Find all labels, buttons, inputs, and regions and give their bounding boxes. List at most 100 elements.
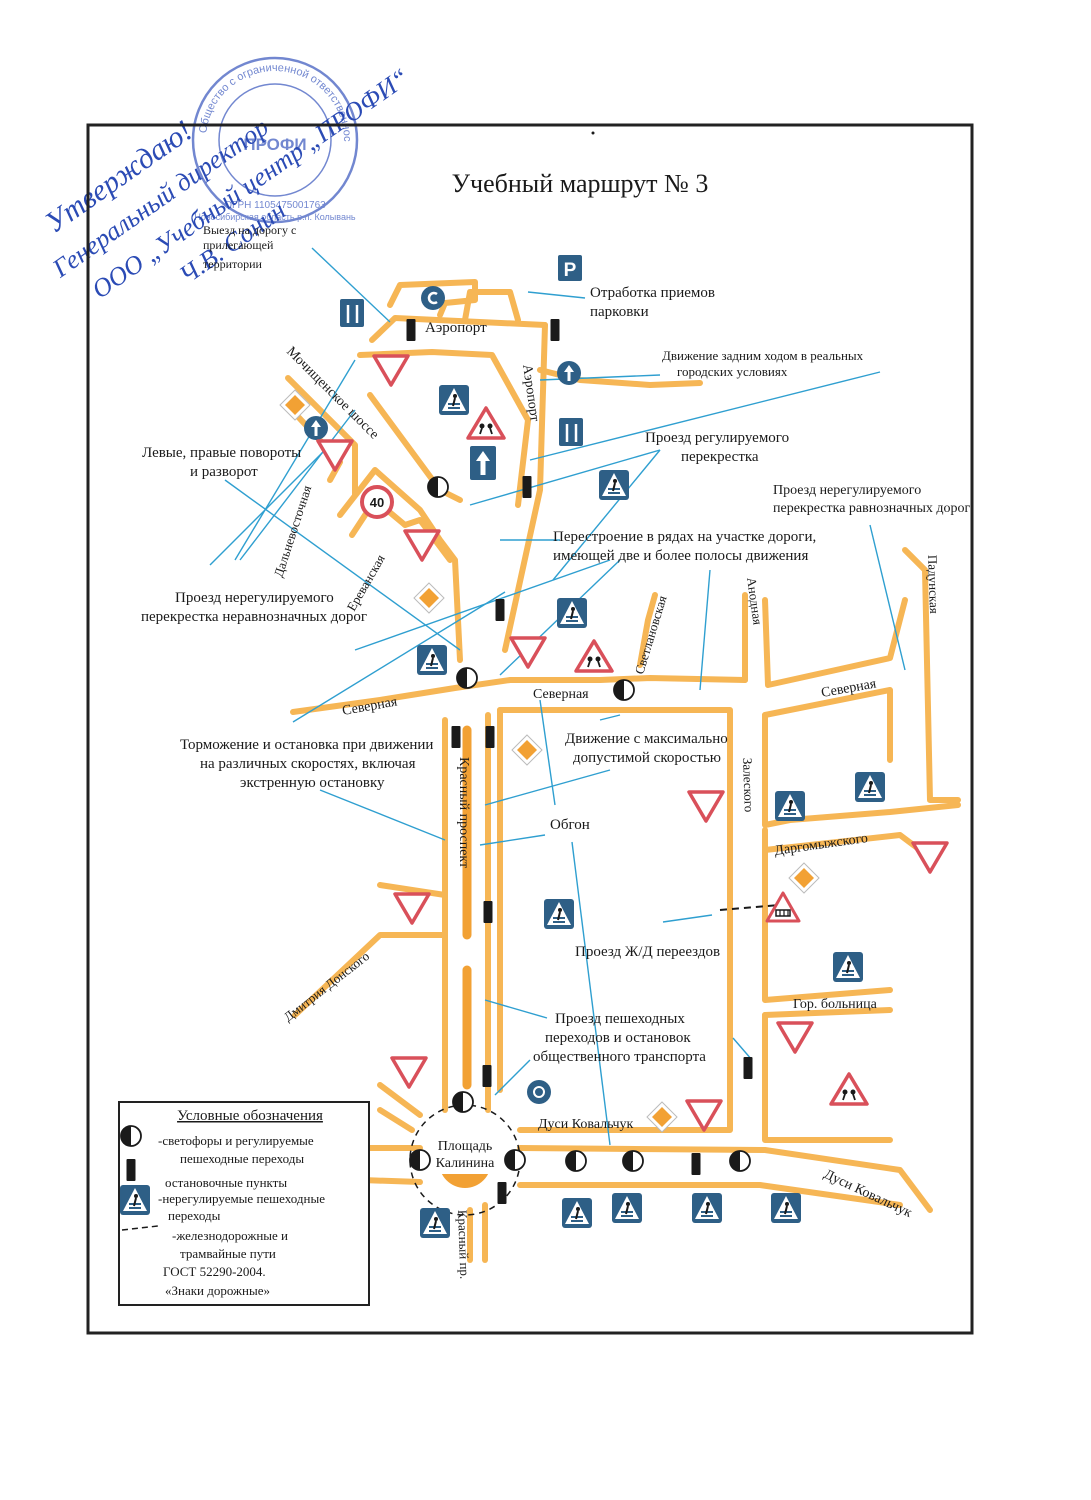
road-segment bbox=[762, 597, 908, 688]
road-segment bbox=[497, 707, 733, 1133]
annotation-unequal: Проезд нерегулируемого перекрестка нерав… bbox=[141, 590, 367, 625]
pedestrian-crossing-sign-icon bbox=[543, 898, 575, 930]
road-segment bbox=[290, 675, 748, 715]
place-gor-bolnitsa: Гор. больница bbox=[793, 997, 878, 1012]
straight-only-sign-icon bbox=[304, 416, 328, 440]
pedestrian-crossing-sign-icon bbox=[611, 1192, 643, 1224]
give-way-sign-icon bbox=[390, 1056, 428, 1089]
annotation-railway: Проезд Ж/Д переездов bbox=[575, 944, 720, 960]
parking-sign-icon: P bbox=[558, 255, 582, 281]
road-segment bbox=[359, 1177, 423, 1185]
road-segment bbox=[285, 375, 358, 498]
road-segment bbox=[377, 1082, 423, 1118]
street-zaleskogo: Залеского bbox=[740, 758, 757, 813]
priority-road-sign-icon bbox=[511, 734, 543, 766]
priority-road-sign-icon bbox=[788, 862, 820, 894]
legend-item: -железнодорожные и bbox=[172, 1228, 288, 1243]
legend-item: -светофоры и регулируемые bbox=[158, 1133, 314, 1148]
roundabout-sign-icon bbox=[527, 1080, 551, 1104]
handwritten-approval: Утверждаю! Генеральный директор ООО „Уче… bbox=[39, 63, 414, 305]
bus-stop-icon bbox=[550, 319, 560, 341]
railway-crossing-sign-icon bbox=[765, 891, 801, 923]
children-sign-icon bbox=[574, 639, 614, 673]
road-segment bbox=[402, 517, 453, 563]
annotation-vyezd: Выезд на дорогу с прилегающей территории bbox=[203, 223, 299, 271]
stamp-ogrn: ОГРН 1105475001763 bbox=[224, 200, 326, 211]
map-title: Учебный маршрут № 3 bbox=[452, 169, 709, 198]
pedestrian-crossing-sign-icon bbox=[770, 1192, 802, 1224]
one-way-sign-icon bbox=[470, 446, 496, 480]
road-segment bbox=[517, 1145, 933, 1213]
stamp-center: ПРОФИ bbox=[243, 135, 306, 154]
road-segment bbox=[762, 1012, 893, 1143]
legend-pedestrian-crossing-icon bbox=[119, 1184, 151, 1216]
street-dargomyzhskogo: Даргомыжского bbox=[773, 831, 868, 859]
children-sign-icon bbox=[466, 406, 506, 440]
annotation-braking: Торможение и остановка при движении на р… bbox=[180, 737, 437, 791]
road-segment bbox=[517, 1182, 903, 1208]
bus-stop-icon bbox=[497, 1182, 507, 1204]
bus-stop-icon bbox=[743, 1057, 753, 1079]
square-label-2: Калинина bbox=[436, 1156, 495, 1171]
traffic-light-icon bbox=[452, 1091, 474, 1113]
railway-line bbox=[719, 904, 781, 911]
svg-text:40: 40 bbox=[370, 495, 384, 510]
annotation-lanes: Перестроение в рядах на участке дороги, … bbox=[553, 529, 820, 564]
road-segment bbox=[292, 932, 448, 1018]
traffic-light-icon bbox=[565, 1150, 587, 1172]
bus-stop-icon bbox=[485, 726, 495, 748]
traffic-light-icon bbox=[622, 1150, 644, 1172]
street-anodnaya: Анодная bbox=[744, 576, 766, 625]
legend-item: пешеходные переходы bbox=[180, 1151, 304, 1166]
pedestrian-crossing-sign-icon bbox=[598, 469, 630, 501]
pedestrian-crossing-sign-icon bbox=[556, 597, 588, 629]
give-way-sign-icon bbox=[509, 636, 547, 669]
give-way-sign-icon bbox=[776, 1021, 814, 1054]
legend-title: Условные обозначения bbox=[177, 1108, 323, 1124]
legend-item: остановочные пункты bbox=[165, 1175, 287, 1190]
street-severnaya-left: Северная bbox=[341, 694, 399, 719]
speed-limit-sign-icon: 40 bbox=[360, 485, 394, 519]
road-segment bbox=[357, 349, 531, 508]
road-segment bbox=[369, 315, 548, 343]
annotations: Выезд на дорогу с прилегающей территории… bbox=[141, 223, 970, 1065]
give-way-sign-icon bbox=[687, 790, 725, 823]
legend-railway-icon bbox=[121, 1225, 159, 1231]
traffic-light-icon bbox=[613, 679, 635, 701]
road-segment bbox=[637, 592, 658, 668]
page-frame bbox=[86, 123, 974, 1335]
legend: Условные обозначения -светофоры и регули… bbox=[118, 1101, 370, 1306]
traffic-light-icon bbox=[427, 476, 449, 498]
road-segment bbox=[762, 827, 893, 1003]
road-segment bbox=[337, 467, 463, 663]
give-way-sign-icon bbox=[911, 841, 949, 874]
street-dmitriya-donskogo: Дмитрия Донского bbox=[281, 948, 372, 1024]
give-way-sign-icon bbox=[393, 892, 431, 925]
lane-direction-sign-icon bbox=[340, 299, 364, 327]
priority-road-sign-icon bbox=[413, 582, 445, 614]
traffic-light-icon bbox=[456, 667, 478, 689]
street-labels: Аэропорт Аэропорт Мочищенское шоссе Даль… bbox=[271, 320, 942, 1279]
legend-item: ГОСТ 52290-2004. bbox=[163, 1264, 266, 1279]
road-segment bbox=[377, 1107, 415, 1133]
pedestrian-crossing-sign-icon bbox=[774, 790, 806, 822]
bus-stop-icon bbox=[482, 1065, 492, 1087]
legend-bus-stop-icon bbox=[126, 1159, 136, 1181]
traffic-light-icon bbox=[409, 1149, 431, 1171]
bus-stop-icon bbox=[406, 319, 416, 341]
bus-stop-icon bbox=[522, 476, 532, 498]
svg-text:P: P bbox=[564, 260, 577, 281]
pedestrian-crossing-sign-icon bbox=[832, 951, 864, 983]
street-svetlanovskaya: Светлановская bbox=[632, 594, 670, 676]
annotation-parking: Отработка приемов парковки bbox=[590, 285, 719, 320]
children-sign-icon bbox=[829, 1072, 869, 1106]
legend-item: -нерегулируемые пешеходные bbox=[158, 1191, 325, 1206]
legend-item: «Знаки дорожные» bbox=[165, 1283, 270, 1298]
street-aeroport: Аэропорт bbox=[425, 320, 487, 336]
lane-direction-sign-icon bbox=[559, 418, 583, 446]
road-segment bbox=[377, 882, 448, 898]
street-erevanskaya: Ереванская bbox=[344, 552, 388, 614]
leader-lines bbox=[209, 247, 906, 1146]
pedestrian-crossing-sign-icon bbox=[561, 1197, 593, 1229]
legend-traffic-light-icon bbox=[120, 1125, 142, 1147]
